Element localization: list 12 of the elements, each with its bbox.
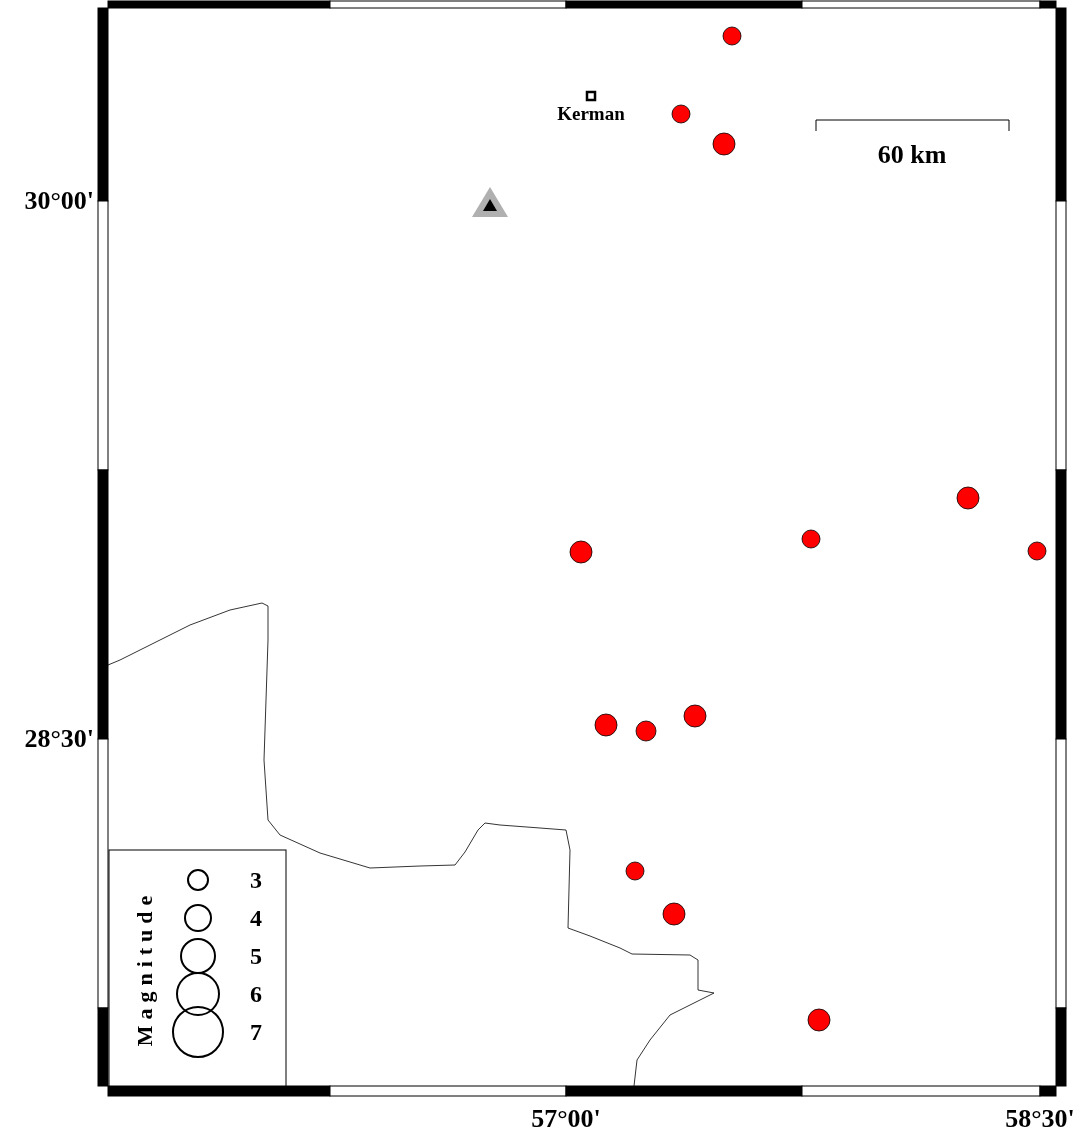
legend-label: 5 (250, 944, 262, 968)
city-label: Kerman (557, 104, 625, 123)
longitude-label: 57°00' (531, 1106, 601, 1132)
scale-label: 60 km (877, 142, 947, 168)
legend-label: 4 (250, 906, 262, 930)
latitude-label: 30°00' (24, 188, 94, 214)
legend-title: Magnitude (134, 889, 156, 1047)
latitude-label: 28°30' (24, 726, 94, 752)
legend-label: 7 (250, 1020, 262, 1044)
legend-label: 6 (250, 982, 262, 1006)
legend-label: 3 (250, 868, 262, 892)
longitude-label: 58°30' (1005, 1106, 1075, 1132)
